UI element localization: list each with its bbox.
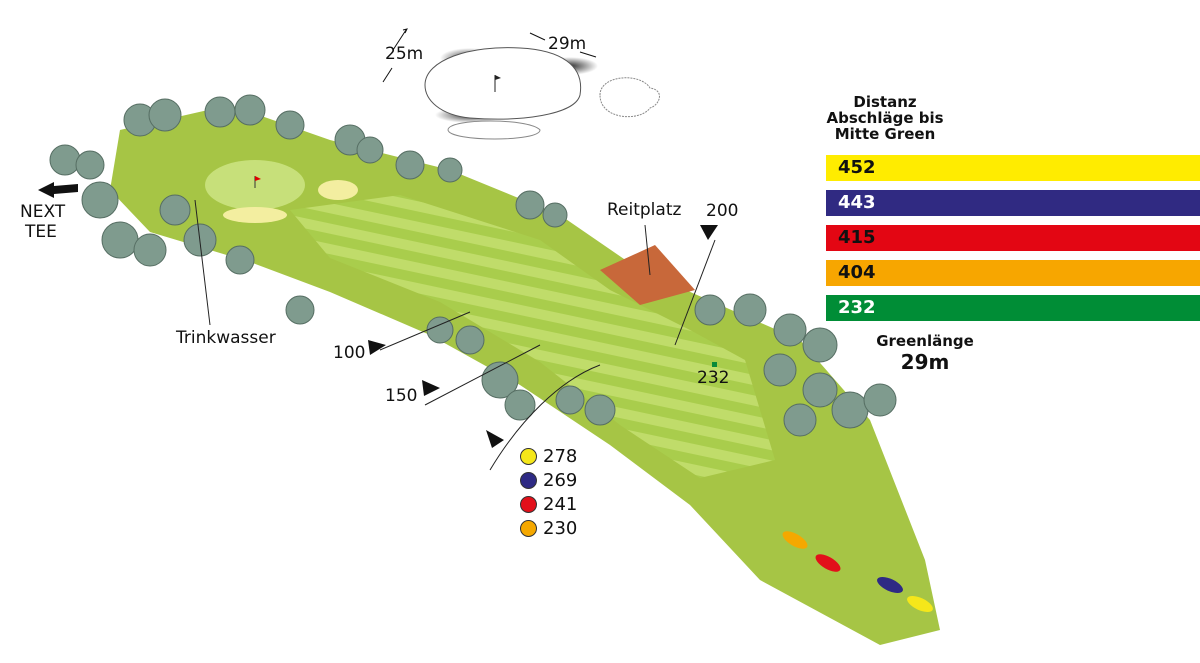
- marker-200-triangle: [700, 225, 718, 240]
- trees: [49, 94, 897, 437]
- title-line: Mitte Green: [834, 125, 936, 143]
- green-detail-diagram: [382, 28, 660, 140]
- legend-value: 230: [543, 518, 578, 539]
- fairway: [290, 195, 775, 478]
- legend-item-blue: 269: [520, 470, 577, 491]
- tee-boxes: [782, 531, 933, 613]
- distance-panel-title: Distanz Abschläge bis Mitte Green: [820, 94, 950, 142]
- blue-tee-icon: [520, 472, 537, 489]
- bunker: [318, 180, 358, 200]
- next-tee-line1: NEXT: [20, 202, 66, 222]
- marker-150-triangle: [422, 380, 440, 396]
- distance-bar-blue: 443: [826, 190, 1200, 216]
- reitplatz-label: Reitplatz: [607, 200, 682, 220]
- title-line: Abschläge bis: [826, 109, 944, 127]
- green-length-label: 29m: [548, 34, 587, 54]
- legend-value: 278: [543, 446, 578, 467]
- green-length-value: 29m: [900, 350, 950, 374]
- legend-item-orange: 230: [520, 518, 577, 539]
- green-length-caption: Greenlänge: [876, 332, 974, 350]
- marker-150-line: [424, 344, 541, 406]
- next-tee-line2: TEE: [25, 222, 57, 242]
- green-width-label: 25m: [385, 44, 424, 64]
- yellow-tee-icon: [520, 448, 537, 465]
- next-tee-arrow-icon: [38, 182, 78, 198]
- orange-tee-icon: [520, 520, 537, 537]
- marker-232-dot: [712, 362, 717, 367]
- distance-bar-yellow: 452: [826, 155, 1200, 181]
- legend-item-yellow: 278: [520, 446, 577, 467]
- marker-100-line: [379, 311, 471, 351]
- reitplatz-area: [600, 245, 695, 305]
- marker-100-triangle: [368, 340, 386, 355]
- marker-150-label: 150: [385, 386, 418, 406]
- distance-bar-green: 232: [826, 295, 1200, 321]
- marker-100-label: 100: [333, 343, 366, 363]
- bunker: [223, 207, 287, 223]
- green-length-info: Greenlänge 29m: [860, 332, 990, 374]
- marker-200-label: 200: [706, 201, 739, 221]
- legend-value: 241: [543, 494, 578, 515]
- marker-200-line: [674, 239, 716, 346]
- legend-value: 269: [543, 470, 578, 491]
- red-tee-icon: [520, 496, 537, 513]
- trinkwasser-label: Trinkwasser: [176, 328, 276, 348]
- carry-arc: [489, 364, 601, 471]
- marker-232-label: 232: [697, 368, 730, 388]
- title-line: Distanz: [853, 93, 917, 111]
- distance-bar-orange: 404: [826, 260, 1200, 286]
- distance-bar-red: 415: [826, 225, 1200, 251]
- next-tee-label[interactable]: NEXT TEE: [20, 202, 65, 242]
- legend-item-red: 241: [520, 494, 577, 515]
- legend-triangle: [486, 430, 504, 448]
